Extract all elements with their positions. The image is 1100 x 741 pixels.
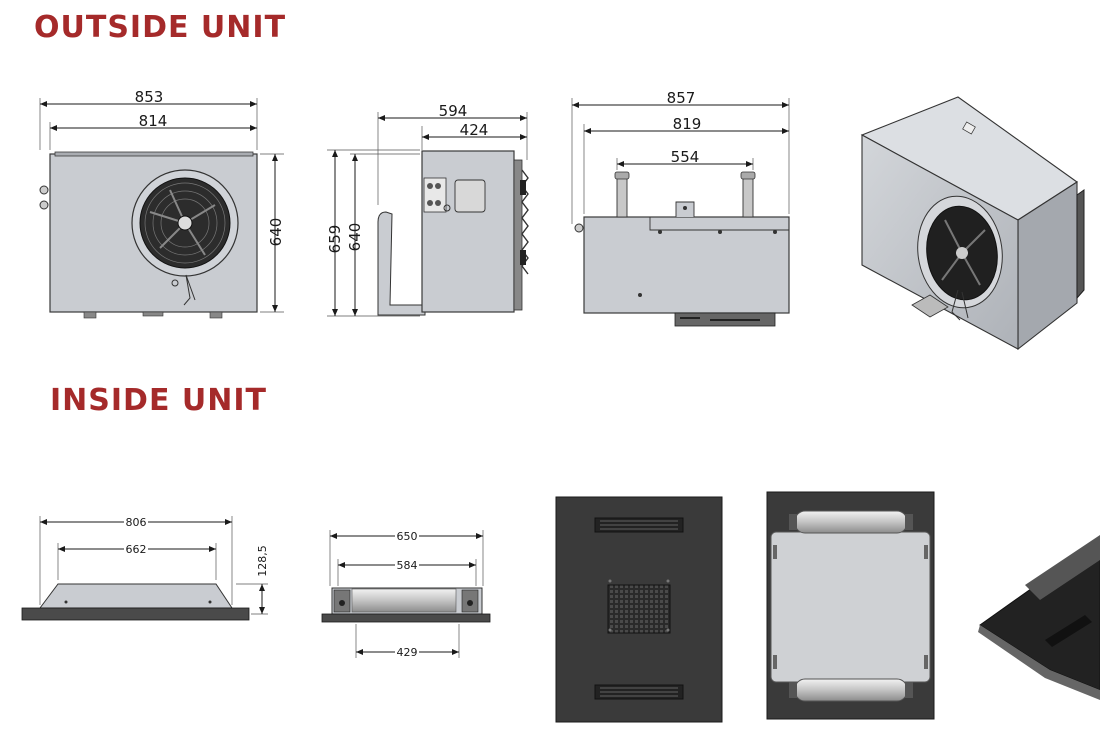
dim-853: 853 [135,88,164,106]
dim-662: 662 [126,543,147,556]
dim-424: 424 [460,121,489,139]
outside-side-body [421,150,515,313]
outside-top-body [583,216,790,314]
dim-429: 429 [397,646,418,659]
inside-bottom-panel-image [555,496,723,723]
outside-unit-3d-view [860,96,1085,351]
dim-554: 554 [671,148,700,166]
inside-front-body [39,583,233,609]
inside-unit-heading: INSIDE UNIT [50,383,267,418]
outside-top-view: 857 819 554 [571,89,790,327]
dim-128-5: 128,5 [256,545,269,577]
dim-857: 857 [667,89,696,107]
dim-640-side: 640 [346,223,364,252]
inside-front-view: 806 662 128,5 [21,516,269,621]
inside-top-interior-image [766,491,935,720]
dim-640-front: 640 [267,218,285,247]
inside-unit-perspective-image [978,535,1100,700]
outside-front-view: 853 814 640 [39,88,285,319]
dim-814: 814 [139,112,168,130]
fan-icon [131,169,239,277]
dim-819: 819 [673,115,702,133]
dim-584: 584 [397,559,418,572]
dim-806: 806 [126,516,147,529]
outside-unit-heading: OUTSIDE UNIT [34,10,287,45]
fan-icon [917,195,1003,309]
dim-594: 594 [439,102,468,120]
inside-side-view: 650 584 429 [321,530,491,659]
outside-side-view: 594 424 659 640 [326,102,529,317]
dim-650: 650 [397,530,418,543]
dim-659: 659 [326,225,344,254]
